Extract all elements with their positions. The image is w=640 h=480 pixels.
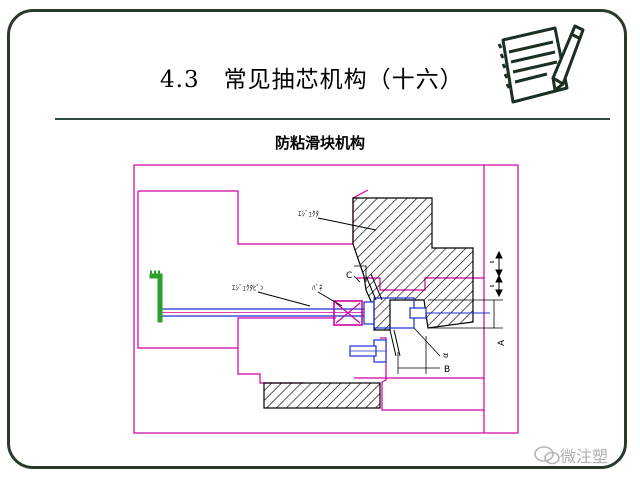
title-divider [55,118,610,120]
mold-outline [138,189,369,245]
label-spring: ﾊﾞﾈ [312,284,323,292]
hatched-bottom-plate [263,382,381,409]
diagram-title: 防粘滑块机构 [274,134,365,152]
notes-pen-icon [497,24,585,104]
wechat-logo-icon [534,446,560,465]
watermark-text: 微注塑 [560,447,609,466]
spring-block [333,300,363,326]
label-ejector-pin: ｴｼﾞｪｸﾀﾋﾟﾝ [232,284,264,292]
mold-boundary [133,164,519,434]
label-alpha: α [441,353,450,358]
molded-part [149,273,163,323]
label-ejector-guide: ｴｼﾞｪｸﾀ [298,210,319,218]
hatched-core-block [352,197,474,331]
label-b: B [444,365,450,375]
label-c: C [346,271,352,281]
label-a: A [497,339,507,346]
slider-mechanism-diagram: ｴｼﾞｪｸﾀ ｴｼﾞｪｸﾀﾋﾟﾝ ﾊﾞﾈ C A B α [133,164,519,434]
slide-title: 4.3 常见抽芯机构（十六） [160,67,464,93]
